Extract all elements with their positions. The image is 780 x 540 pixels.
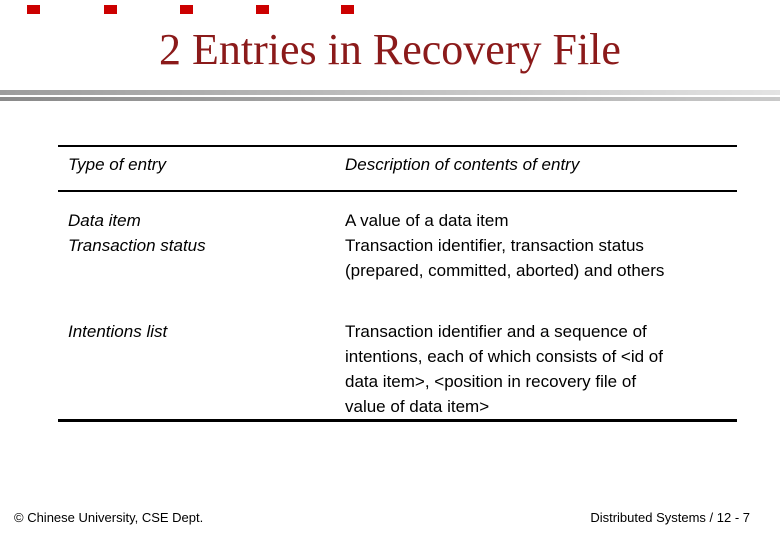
table-cell-entry-type: Data item Transaction status bbox=[68, 211, 206, 255]
footer-slide-number: Distributed Systems / 12 - 7 bbox=[590, 510, 750, 525]
table-rule-under-header bbox=[58, 190, 737, 192]
table-header-row: Type of entry Description of contents of… bbox=[58, 147, 737, 190]
title-separator-bar-top bbox=[0, 90, 780, 95]
red-square-decoration bbox=[341, 5, 354, 14]
table-cell-entry-type: Intentions list bbox=[68, 322, 168, 341]
table-cell-entry-description: Transaction identifier and a sequence of… bbox=[345, 322, 663, 416]
table-cell-entry-description: A value of a data item Transaction ident… bbox=[345, 211, 665, 280]
table-header-description: Description of contents of entry bbox=[345, 155, 580, 174]
red-square-decoration bbox=[104, 5, 117, 14]
recovery-file-entries-table: Type of entry Description of contents of… bbox=[58, 145, 737, 422]
red-square-decoration bbox=[180, 5, 193, 14]
footer-copyright: © Chinese University, CSE Dept. bbox=[14, 510, 204, 525]
table-rule-top bbox=[58, 145, 737, 147]
table-header-type-of-entry: Type of entry bbox=[68, 155, 166, 174]
table-row: Data item Transaction status A value of … bbox=[58, 192, 737, 283]
table-rule-bottom bbox=[58, 419, 737, 422]
red-square-decoration bbox=[256, 5, 269, 14]
red-square-decoration bbox=[27, 5, 40, 14]
title-separator-bar-bottom bbox=[0, 97, 780, 101]
table-row: Intentions list Transaction identifier a… bbox=[58, 319, 737, 419]
slide-title: 2 Entries in Recovery File bbox=[159, 25, 621, 74]
